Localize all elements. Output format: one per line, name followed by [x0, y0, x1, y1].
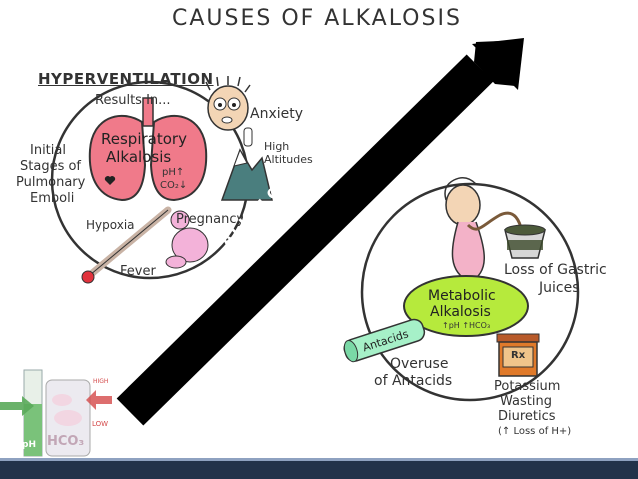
cause-overuse-2: of Antacids: [374, 373, 453, 389]
cause-anxiety: Anxiety: [250, 106, 304, 122]
metabolic-alkalosis-label-1: Metabolic: [428, 288, 496, 304]
beaker-low-label: LOW: [92, 420, 109, 428]
cause-emboli-1: Initial: [30, 143, 66, 158]
metabolic-cycle-ring: [360, 182, 580, 402]
vomiting-figure-icon: [444, 177, 524, 283]
cause-hypoxia: Hypoxia: [86, 218, 135, 232]
cause-diuretics-3: Diuretics: [498, 409, 556, 424]
metabolic-sub-label: ↑pH ↑HCO₃: [442, 321, 491, 330]
beaker-hco3-label: HCO₃: [47, 434, 85, 449]
footer-divider: [0, 458, 638, 461]
hyperventilation-heading: HYPERVENTILATION: [38, 70, 214, 88]
metabolic-alkalosis-label-2: Alkalosis: [430, 304, 491, 320]
beaker-icon: [0, 369, 112, 457]
cause-emboli-2: Stages of: [20, 159, 82, 174]
rx-label: Rx: [511, 350, 526, 361]
cause-pregnancy: Pregnancy: [176, 212, 245, 227]
cause-overuse-1: Overuse: [390, 356, 449, 372]
metabolic-alkalosis-oval: [403, 275, 529, 337]
basin-icon: [504, 224, 546, 259]
mountain-icon: [220, 127, 273, 201]
results-in-label: Results In...: [95, 93, 171, 108]
cause-diuretics-4: (↑ Loss of H+): [498, 426, 572, 437]
pregnant-figure-icon: [165, 210, 209, 269]
alkalosis-arrow: [116, 38, 524, 426]
pill-jar-icon: [496, 333, 540, 377]
cause-high-altitude-1: High: [264, 140, 290, 153]
anxious-face-icon: [205, 76, 251, 131]
beaker-ph-label: pH: [22, 440, 36, 450]
cause-diuretics-2: Wasting: [500, 394, 552, 409]
respiratory-alkalosis-label-1: Respiratory: [101, 130, 187, 148]
cause-emboli-4: Emboli: [30, 191, 75, 206]
cause-gastric-2: Juices: [539, 280, 580, 296]
cause-fever: Fever: [120, 264, 156, 279]
respiratory-ph-label: pH↑: [162, 167, 185, 178]
page-title: CAUSES OF ALKALOSIS: [172, 6, 462, 31]
respiratory-alkalosis-label-2: Alkalosis: [106, 148, 172, 166]
thermometer-icon: [81, 206, 172, 284]
beaker-high-label: HIGH: [93, 378, 109, 385]
cause-diuretics-1: Potassium: [494, 379, 561, 394]
footer-bar: [0, 461, 638, 479]
cause-emboli-3: Pulmonary: [16, 175, 86, 190]
antacid-tube-icon: [343, 318, 426, 363]
lungs-icon: [88, 97, 208, 202]
cause-gastric-1: Loss of Gastric: [504, 262, 607, 278]
cause-high-altitude-2: Altitudes: [264, 153, 313, 166]
respiratory-co2-label: CO₂↓: [160, 180, 188, 191]
